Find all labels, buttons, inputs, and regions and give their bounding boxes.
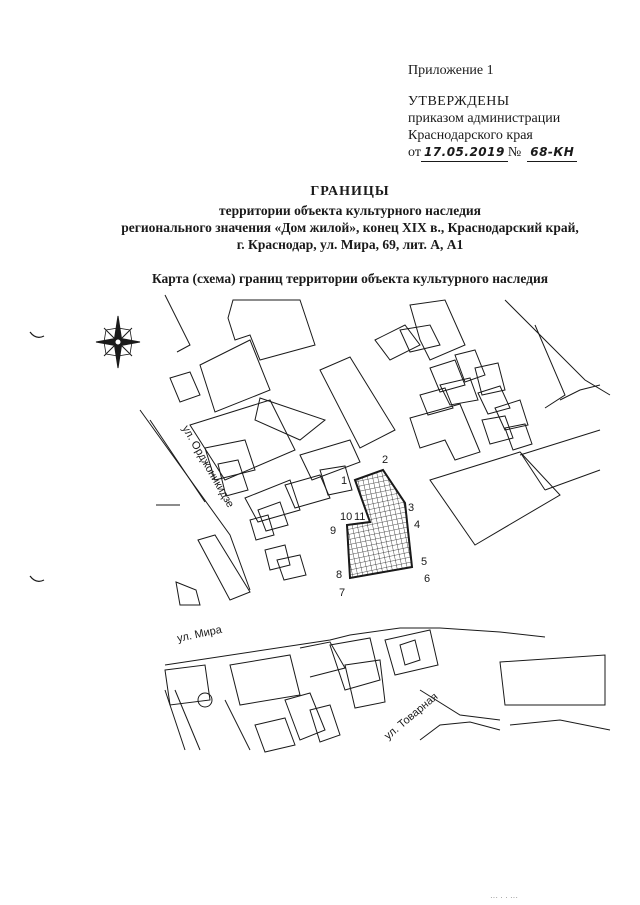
boundary-point-11: 11 <box>354 511 365 523</box>
boundary-point-6: 6 <box>424 573 430 585</box>
approval-number: 68-КН <box>527 144 578 162</box>
boundary-point-2: 2 <box>382 454 388 466</box>
boundary-point-8: 8 <box>336 569 342 581</box>
boundary-point-9: 9 <box>330 525 336 537</box>
heading-title: ГРАНИЦЫ <box>310 184 390 199</box>
boundary-point-1: 1 <box>341 475 347 487</box>
heading-line-2: регионального значения «Дом жилой», коне… <box>121 220 579 235</box>
heading-line-3: г. Краснодар, ул. Мира, 69, лит. А, А1 <box>236 237 464 252</box>
punch-mark-bottom <box>29 575 45 582</box>
approval-date: 17.05.2019 <box>420 144 508 162</box>
boundary-point-3: 3 <box>408 502 414 514</box>
boundary-point-4: 4 <box>414 519 420 531</box>
boundary-point-10: 10 <box>340 511 352 523</box>
heading-line-1: территории объекта культурного наследия <box>219 203 481 218</box>
date-prefix: от <box>408 145 421 160</box>
boundary-point-5: 5 <box>421 556 427 568</box>
street-label-tovarnaya: ул. Товарная <box>382 691 440 743</box>
boundary-point-labels: 1 2 3 4 5 6 7 8 9 10 11 <box>330 454 430 599</box>
approval-line-1: приказом администрации <box>408 111 561 126</box>
building-outlines <box>139 294 611 753</box>
footer-marks: ··· · · ··· <box>490 893 518 902</box>
street-label-ordzhonikidze: ул. Орджоникидзе <box>179 424 236 510</box>
approval-signature-line: от 17.05.2019 № 68-КН <box>408 144 628 162</box>
approval-block: Приложение 1 УТВЕРЖДЕНЫ приказом админис… <box>408 62 628 162</box>
appendix-label: Приложение 1 <box>408 63 494 78</box>
street-label-mira: ул. Мира <box>176 624 224 645</box>
heritage-boundary <box>345 468 414 580</box>
approved-label: УТВЕРЖДЕНЫ <box>408 94 510 109</box>
number-prefix: № <box>507 145 522 160</box>
document-heading: ГРАНИЦЫ территории объекта культурного н… <box>40 184 640 253</box>
map-caption: Карта (схема) границ территории объекта … <box>151 271 549 286</box>
punch-mark-top <box>29 331 45 338</box>
approval-line-2: Краснодарского края <box>408 128 533 143</box>
compass-rose-icon <box>95 315 141 369</box>
boundary-point-7: 7 <box>339 587 345 599</box>
